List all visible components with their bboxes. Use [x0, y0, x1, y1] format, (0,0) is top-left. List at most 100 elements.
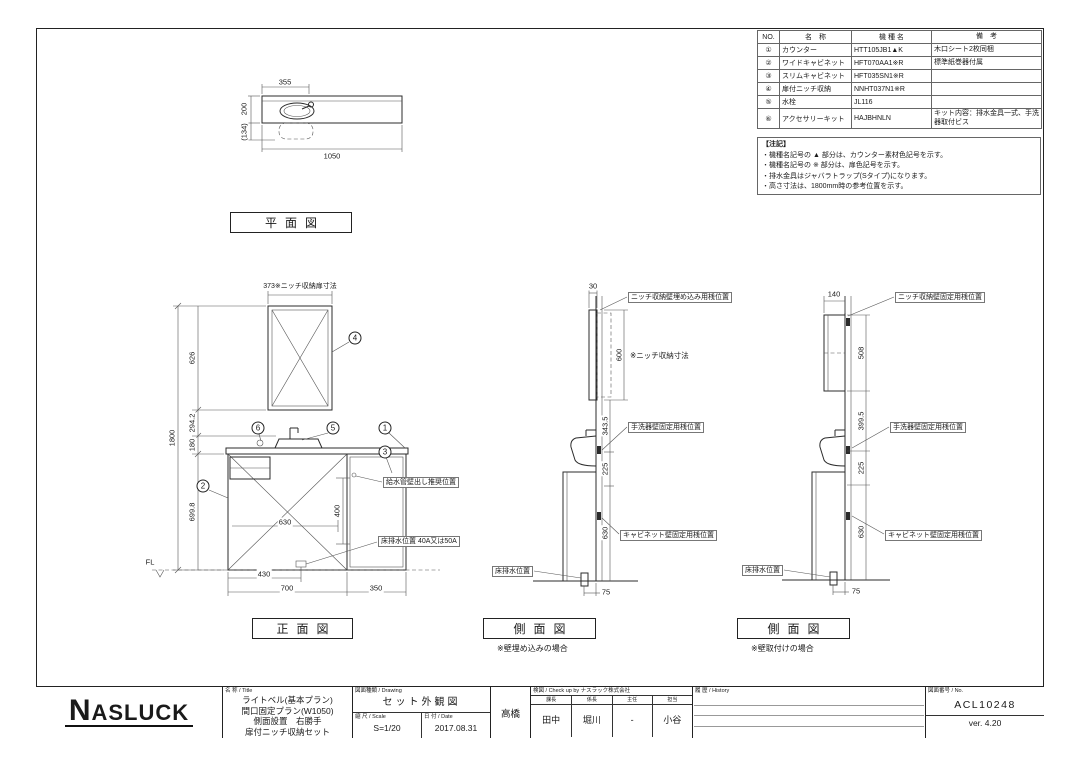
front-dimension-lines [173, 291, 407, 596]
parts-row: ② ワイドキャビネット HFT070AA1※R 標準紙巻器付属 [757, 56, 1042, 70]
checker-name: 小谷 [663, 715, 682, 725]
parts-row: ④ 扉付ニッチ収納 NNHT037N1※R [757, 82, 1042, 96]
dim-1050: 1050 [322, 151, 342, 161]
note-item: ・機種名記号の ※ 部分は、扉色記号を示す。 [762, 162, 905, 169]
note-item: ・機種名記号の ▲ 部分は、カウンター素材色記号を示す。 [762, 151, 948, 159]
checker-column: 課長 田中 [531, 696, 572, 737]
parts-row: ③ スリムキャビネット HFT035SN1※R [757, 69, 1042, 83]
drawing-type-label: 図面種類 / Drawing [355, 688, 402, 694]
part-model: HFT070AA1※R [851, 56, 932, 70]
drawing-title-line: 間口固定プラン(W1050) [241, 705, 334, 716]
callout-4: 4 [348, 331, 362, 345]
part-name: 扉付ニッチ収納 [779, 82, 852, 96]
cabinet-rail-mark [846, 512, 850, 520]
parts-header-no: NO. [757, 30, 780, 44]
part-no: ③ [757, 69, 780, 83]
checker-column: 主任 - [611, 696, 652, 737]
dim-699: 699.8 [187, 501, 197, 523]
drawing-type-value: セット外観図 [382, 697, 461, 708]
basin-cabinet-section [533, 429, 638, 587]
niche-section-recessed [588, 309, 612, 401]
side-view-mounted-drawing [782, 296, 895, 595]
part-note: キット内容：排水金具一式、手洗器取付ビス [931, 108, 1042, 129]
drawing-number-cell: 図面番号 / No. ACL10248 ver. 4.20 [925, 687, 1044, 738]
parts-row: ⑤ 水栓 JL116 [757, 95, 1042, 109]
checker-column: 係長 堀川 [571, 696, 612, 737]
callout-6: 6 [251, 421, 265, 435]
side-view-mounted: 140 508 399.5 225 630 75 ニッチ収納壁固定用桟位置 手洗… [740, 280, 990, 615]
checker-name: - [630, 715, 634, 725]
date-cell: 日 付 / Date 2017.08.31 [421, 713, 490, 738]
dim-niche-door: 373※ニッチ収納扉寸法 [262, 281, 338, 291]
basin-cabinet-section [782, 429, 890, 586]
drawing-title-line: 扉付ニッチ収納セット [244, 726, 330, 737]
niche-rail-label: ニッチ収納壁固定用桟位置 [895, 292, 985, 303]
part-name: 水栓 [779, 95, 852, 109]
floor-drain-label: 床排水位置 [742, 565, 783, 576]
part-note: 木口シート2枚同梱 [931, 43, 1042, 57]
cabinet-rail-label: キャビネット壁固定用桟位置 [885, 530, 982, 541]
history-row [694, 716, 924, 727]
cabinet-rail-label: キャビネット壁固定用桟位置 [620, 530, 717, 541]
scale-value: S=1/20 [373, 723, 401, 733]
dim-630: 630 [600, 525, 610, 541]
note-item: ・高さ寸法は、1800mm時の参考位置を示す。 [762, 183, 908, 190]
dim-355: 355 [277, 77, 293, 87]
scale-cell: 縮 尺 / Scale S=1/20 [353, 713, 421, 738]
history-cell: 履 歴 / History [692, 687, 925, 738]
part-model: JL116 [851, 95, 932, 109]
part-model: NNHT037N1※R [851, 82, 932, 96]
niche-rail-mark [846, 318, 850, 326]
dim-600: 600 [614, 347, 624, 363]
cabinet-rail-mark [597, 512, 601, 520]
part-name: ワイドキャビネット [779, 56, 852, 70]
checker-name: 田中 [542, 715, 561, 725]
drafter-cell: 高橋 [490, 687, 530, 738]
dim-343-5: 343.5 [600, 415, 610, 437]
dim-430: 430 [256, 569, 272, 579]
notes-box: 【注記】 ・機種名記号の ▲ 部分は、カウンター素材色記号を示す。 ・機種名記号… [757, 137, 1041, 195]
part-model: HTT105JB1▲K [851, 43, 932, 57]
note-item: ・排水金具はジャバラトラップ(Sタイプ)になります。 [762, 172, 932, 180]
part-no: ① [757, 43, 780, 57]
title-block: NASLUCK 名 称 / Title ライトベル(基本プラン) 間口固定プラン… [36, 686, 1044, 738]
dim-508: 508 [856, 345, 866, 361]
dim-350: 350 [368, 583, 384, 593]
dim-75: 75 [850, 586, 862, 596]
dim-225: 225 [600, 461, 610, 477]
callout-1: 1 [378, 421, 392, 435]
floor-line [152, 569, 440, 578]
nasluck-logo: NASLUCK [64, 698, 194, 727]
history-row [694, 706, 924, 716]
front-view-drawing [152, 291, 440, 596]
part-model: HAJBHNLN [851, 108, 932, 129]
parts-header-model: 機 種 名 [851, 30, 932, 44]
niche-rail-label: ニッチ収納壁埋め込み用桟位置 [628, 292, 732, 303]
part-model: HFT035SN1※R [851, 69, 932, 83]
side1-leader-lines [533, 296, 628, 579]
side-view-recessed-drawing [533, 290, 638, 596]
part-no: ② [757, 56, 780, 70]
basin-rail-label: 手洗器壁固定用桟位置 [890, 422, 966, 433]
part-note [931, 69, 1042, 83]
title-label: 名 称 / Title [225, 688, 253, 694]
side2-leader-lines [783, 296, 895, 578]
checker-role: 主任 [612, 696, 652, 705]
parts-table: NO. 名 称 機 種 名 備 考 ① カウンター HTT105JB1▲K 木口… [757, 30, 1042, 129]
dim-225: 225 [856, 460, 866, 476]
dim-140: 140 [826, 289, 842, 299]
dim-75: 75 [600, 587, 612, 597]
parts-row: ⑥ アクセサリーキット HAJBHNLN キット内容：排水金具一式、手洗器取付ビ… [757, 108, 1042, 129]
counter-plan [261, 95, 403, 140]
niche-dim-note: ※ニッチ収納寸法 [630, 351, 689, 360]
dim-700: 700 [279, 583, 295, 593]
niche-section-mounted [823, 314, 846, 392]
side-view-recessed-title: 側面図 [483, 618, 596, 639]
part-no: ⑥ [757, 108, 780, 129]
wall-section [844, 296, 852, 580]
checker-role: 課長 [531, 696, 572, 705]
part-note: 標準紙巻器付属 [931, 56, 1042, 70]
drawing-title-line: ライトベル(基本プラン) [242, 695, 333, 705]
dim-399-5: 399.5 [856, 410, 866, 432]
